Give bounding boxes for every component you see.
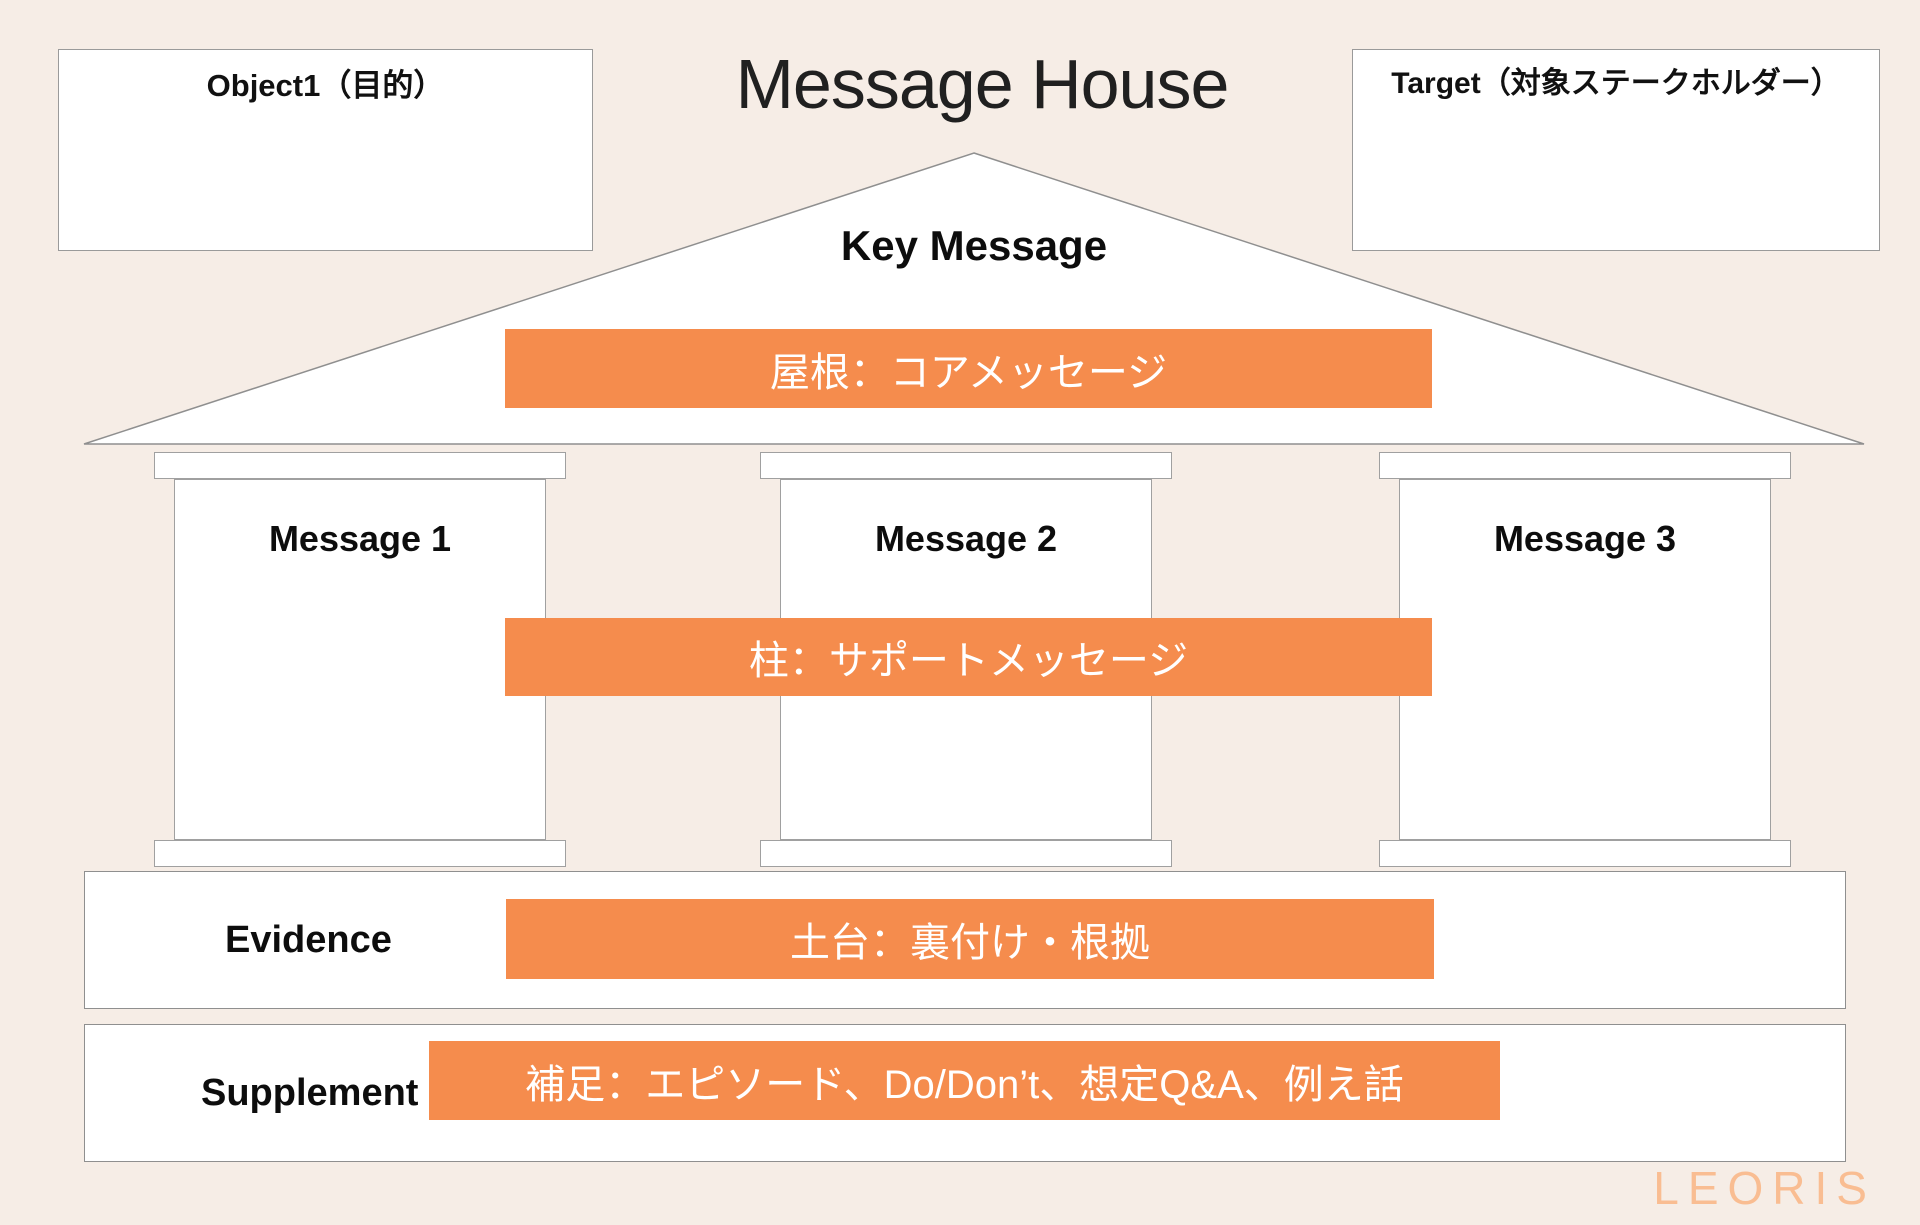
pillar-banner: 柱：サポートメッセージ	[505, 618, 1432, 696]
evidence-banner: 土台：裏付け・根拠	[506, 899, 1434, 979]
pillar-2-capital	[760, 452, 1172, 479]
pillar-1-base	[154, 840, 566, 867]
target-box: Target（対象ステークホルダー）	[1352, 49, 1880, 251]
supplement-banner: 補足：エピソード、Do/Don’t、想定Q&A、例え話	[429, 1041, 1500, 1120]
objective-box: Object1（目的）	[58, 49, 593, 251]
pillar-3-capital	[1379, 452, 1791, 479]
pillar-3-label: Message 3	[1493, 518, 1677, 559]
pillar-1-capital	[154, 452, 566, 479]
pillar-1-shaft	[174, 479, 546, 840]
page-title: Message House	[735, 45, 1230, 123]
objective-box-label: Object1（目的）	[206, 68, 445, 103]
pillar-3-base	[1379, 840, 1791, 867]
target-box-label: Target（対象ステークホルダー）	[1391, 67, 1841, 100]
pillar-2-base	[760, 840, 1172, 867]
leoris-watermark: LEORIS	[1653, 1162, 1876, 1214]
evidence-label: Evidence	[225, 918, 392, 961]
pillar-1-label: Message 1	[268, 518, 452, 559]
supplement-bar: Supplement 補足：エピソード、Do/Don’t、想定Q&A、例え話	[84, 1024, 1846, 1162]
evidence-bar: Evidence 土台：裏付け・根拠	[84, 871, 1846, 1009]
key-message-label: Key Message	[840, 222, 1108, 269]
supplement-label: Supplement	[201, 1071, 419, 1114]
roof-banner: 屋根：コアメッセージ	[505, 329, 1432, 408]
pillar-2-label: Message 2	[874, 518, 1058, 559]
pillar-3-shaft	[1399, 479, 1771, 840]
